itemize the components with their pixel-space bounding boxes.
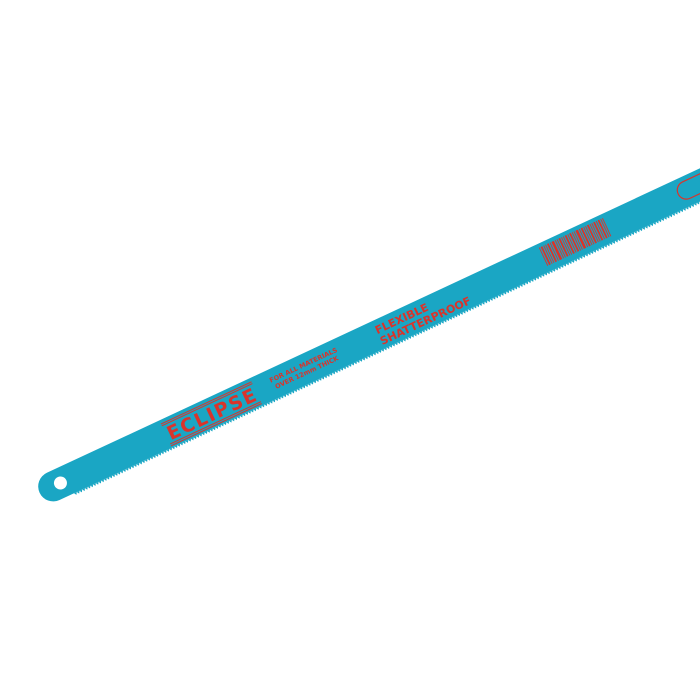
barcode-bar [567, 234, 577, 253]
hacksaw-blade: ECLIPSE FOR ALL MATERIALS OVER 12mm THIC… [38, 153, 700, 502]
barcode-bar [561, 237, 571, 256]
barcode-bar [591, 222, 601, 242]
barcode-bar [546, 243, 558, 263]
barcode-bar [549, 242, 559, 261]
mounting-hole [53, 476, 67, 490]
barcode-bar [575, 229, 587, 249]
barcode-bar [554, 239, 565, 259]
blade-teeth [74, 180, 700, 495]
barcode-bar [602, 217, 612, 237]
barcode-bar [595, 220, 606, 240]
barcode-bar [580, 227, 591, 247]
barcode-bar [571, 232, 582, 251]
blade-body [38, 153, 700, 502]
barcode-bar [600, 218, 610, 238]
barcode-bar [569, 232, 580, 252]
barcode-bar [583, 226, 593, 246]
barcode [538, 217, 612, 266]
barcode-bar [593, 221, 604, 241]
barcode-bar [543, 245, 553, 264]
barcode-bar [597, 219, 608, 239]
barcode-bar [556, 239, 566, 258]
barcode-bar [558, 237, 569, 257]
barcode-bar [545, 244, 555, 264]
barcode-bar [573, 231, 583, 250]
barcode-bar [551, 240, 563, 261]
oval-logo [676, 171, 700, 200]
barcode-bar [540, 246, 551, 266]
barcode-bar [578, 228, 589, 248]
barcode-bar [589, 223, 599, 243]
barcode-bar [585, 225, 595, 245]
barcode-bar [564, 234, 575, 254]
barcode-bar [538, 247, 549, 266]
barcode-bar [586, 224, 597, 244]
barcode-bar [562, 236, 573, 255]
